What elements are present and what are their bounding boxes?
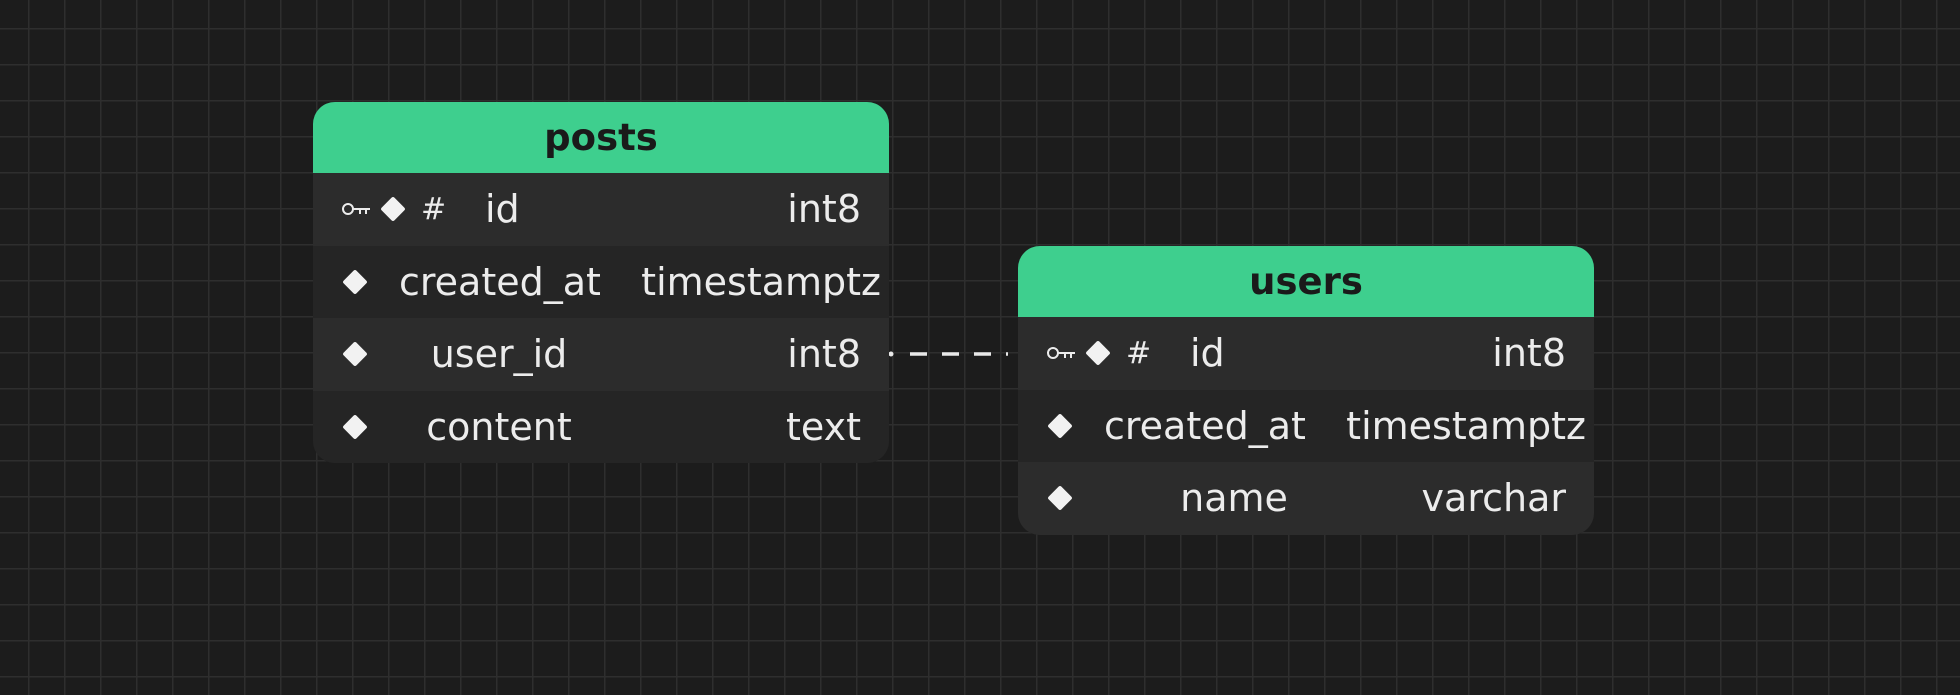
table-users[interactable]: users # id int8 created_at timestamptz n… — [1018, 246, 1594, 535]
column-type: timestamptz — [1346, 403, 1586, 448]
not-null-icon — [1047, 413, 1073, 439]
column-name: name — [1180, 476, 1288, 521]
column-row-created-at[interactable]: created_at timestamptz — [1018, 389, 1594, 462]
not-null-icon — [342, 414, 368, 440]
column-row-id[interactable]: # id int8 — [313, 173, 889, 246]
column-type: varchar — [1421, 476, 1566, 521]
column-name: id — [1190, 331, 1225, 376]
column-name: user_id — [430, 332, 568, 377]
column-name: created_at — [399, 259, 601, 304]
column-row-id[interactable]: # id int8 — [1018, 317, 1594, 390]
column-name: id — [485, 187, 520, 232]
table-posts[interactable]: posts # id int8 created_at timestamptz u… — [313, 102, 889, 463]
column-row-created-at[interactable]: created_at timestamptz — [313, 245, 889, 318]
table-header-posts[interactable]: posts — [313, 102, 889, 173]
not-null-icon — [1085, 340, 1111, 366]
column-type: text — [786, 404, 861, 449]
column-type: int8 — [787, 332, 861, 377]
column-type: int8 — [787, 187, 861, 232]
identity-hash-icon: # — [421, 191, 447, 227]
identity-hash-icon: # — [1126, 335, 1152, 371]
table-header-users[interactable]: users — [1018, 246, 1594, 317]
column-row-user-id[interactable]: user_id int8 — [313, 318, 889, 391]
not-null-icon — [1047, 485, 1073, 511]
not-null-icon — [342, 269, 368, 295]
column-name: created_at — [1104, 403, 1306, 448]
column-name: content — [426, 404, 572, 449]
key-icon — [1046, 345, 1076, 361]
column-type: int8 — [1492, 331, 1566, 376]
key-icon — [341, 201, 371, 217]
column-row-name[interactable]: name varchar — [1018, 462, 1594, 535]
not-null-icon — [342, 341, 368, 367]
not-null-icon — [380, 196, 406, 222]
column-type: timestamptz — [641, 259, 881, 304]
column-row-content[interactable]: content text — [313, 390, 889, 463]
